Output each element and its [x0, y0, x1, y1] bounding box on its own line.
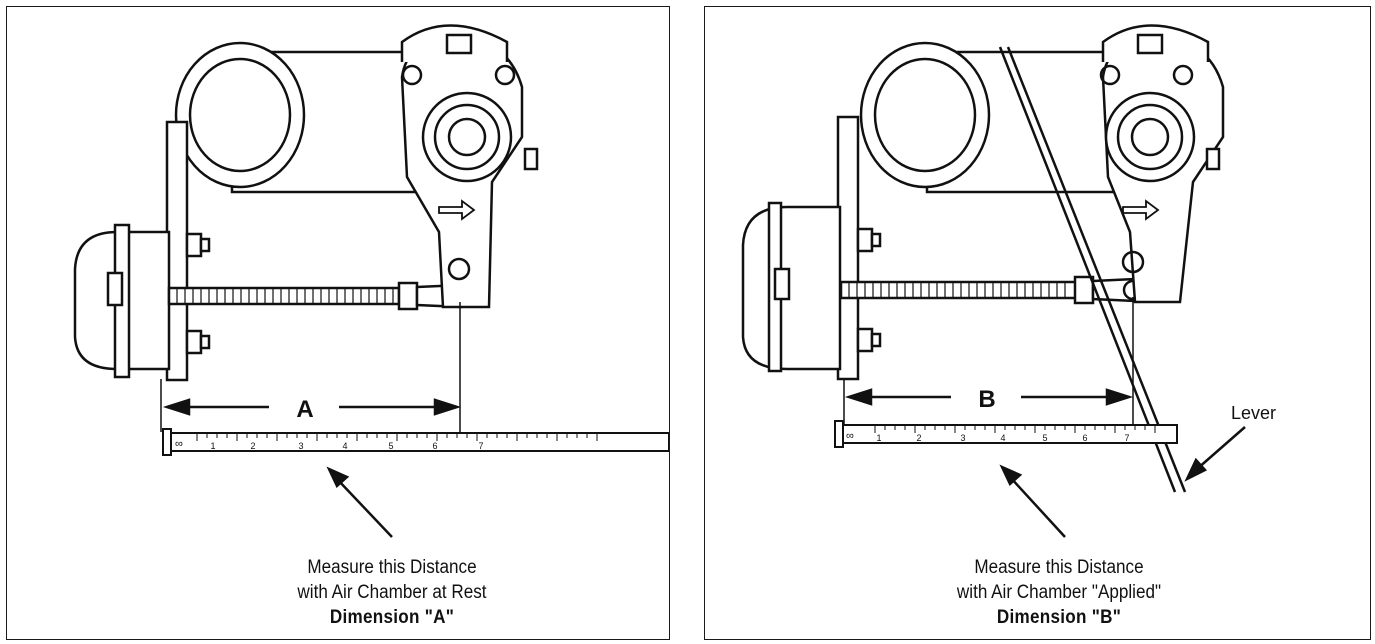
ruler-number: 3 [298, 441, 303, 451]
caption-a: Measure this Distance with Air Chamber a… [244, 555, 541, 630]
splined-hub-middle [1116, 103, 1184, 171]
slack-adjuster-illustration-b: B ∞ 1 2 3 4 5 6 7 [741, 24, 1276, 538]
brake-drum-inner [873, 57, 977, 173]
diagram-panel-a: A ∞ 1 2 3 4 5 [6, 6, 670, 640]
lever-pointer-arrow-icon [1184, 457, 1208, 482]
direction-arrow-icon [438, 199, 476, 221]
dimension-arrow-right-icon [433, 398, 462, 416]
dimension-arrow-left-icon [844, 388, 873, 406]
slack-adjuster-illustration-a: A ∞ 1 2 3 4 5 [73, 24, 669, 538]
ruler-number: 7 [478, 441, 483, 451]
splined-hub-inner [447, 117, 487, 157]
dimension-arrow-left-icon [162, 398, 191, 416]
dimension-letter: B [978, 386, 995, 413]
svg-text:∞: ∞ [846, 430, 854, 442]
svg-text:∞: ∞ [175, 438, 183, 450]
clevis [1073, 275, 1095, 305]
splined-hub-inner [1130, 117, 1170, 157]
lever-label: Lever [1231, 403, 1276, 423]
dimension-letter: A [296, 396, 313, 423]
clevis [397, 281, 419, 311]
mount-bolt-upper [185, 232, 203, 258]
ruler-number: 5 [1042, 433, 1047, 443]
caption-b: Measure this Distance with Air Chamber "… [906, 555, 1212, 630]
brake-drum-inner [188, 57, 292, 173]
ruler-number: 2 [916, 433, 921, 443]
brake-drum-outer [859, 41, 991, 189]
clamp-bolt [106, 271, 124, 307]
ruler-number: 7 [1124, 433, 1129, 443]
dimension-arrow-right-icon [1105, 388, 1134, 406]
caption-line: Measure this Distance [974, 557, 1144, 578]
ruler-number: 4 [1000, 433, 1005, 443]
adjuster-hole [447, 257, 471, 281]
adjuster-hole [1121, 250, 1145, 274]
ruler-number: 1 [876, 433, 881, 443]
splined-hub-middle [433, 103, 501, 171]
ruler-number: 3 [960, 433, 965, 443]
caption-dimension-label: Dimension "B" [996, 607, 1122, 628]
mount-bolt-lower [856, 327, 874, 353]
air-chamber [741, 205, 842, 371]
diagram-panel-b: B ∞ 1 2 3 4 5 6 7 [704, 6, 1371, 640]
tape-measure: ∞ 1 2 3 4 5 6 7 [834, 420, 1178, 448]
ruler-number: 6 [1082, 433, 1087, 443]
tape-measure: ∞ 1 2 3 4 5 6 7 [162, 428, 669, 456]
mount-bolt-upper [856, 227, 874, 253]
pointer-arrow-icon [326, 466, 350, 489]
pointer-arrow-icon [999, 464, 1023, 487]
brake-lever [998, 46, 1187, 493]
caption-line: with Air Chamber "Applied" [956, 582, 1162, 603]
clamp-bolt [773, 267, 791, 301]
direction-arrow-icon [1122, 199, 1160, 221]
brake-drum-outer [174, 41, 306, 189]
push-rod [167, 286, 401, 306]
ruler-number: 5 [388, 441, 393, 451]
ruler-number: 2 [250, 441, 255, 451]
caption-line: with Air Chamber at Rest [297, 582, 487, 603]
ruler-number: 6 [432, 441, 437, 451]
caption-line: Measure this Distance [307, 557, 477, 578]
ruler-number: 1 [210, 441, 215, 451]
caption-dimension-label: Dimension "A" [329, 607, 455, 628]
mount-bolt-lower [185, 329, 203, 355]
ruler-number: 4 [342, 441, 347, 451]
